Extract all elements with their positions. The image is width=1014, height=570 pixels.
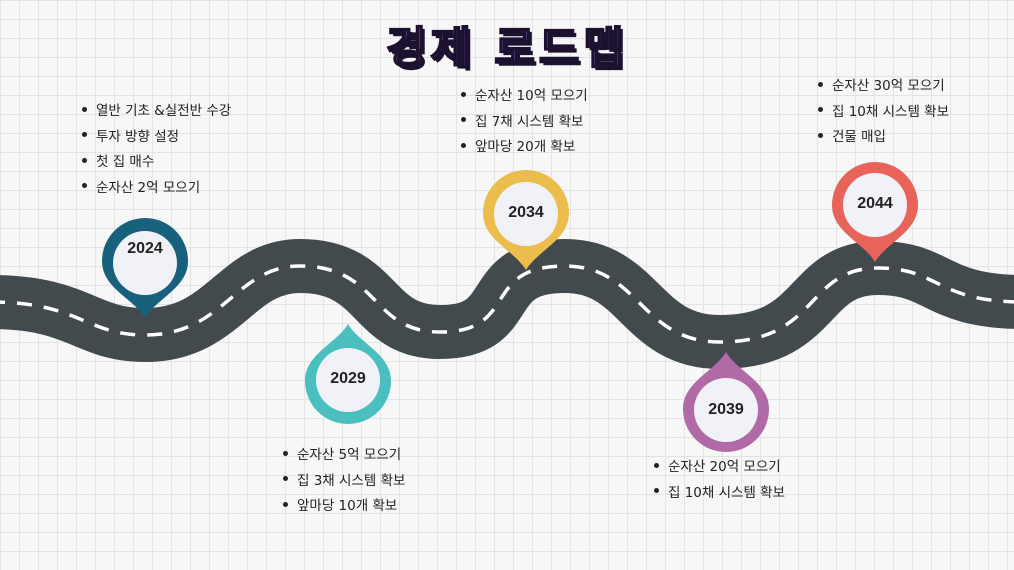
page-title: 경제 로드맵 <box>385 22 628 75</box>
goal-item: 앞마당 20개 확보 <box>461 135 588 161</box>
map-pin-icon <box>483 170 569 270</box>
goal-item: 집 10채 시스템 확보 <box>654 481 785 507</box>
map-pin-icon <box>305 324 391 424</box>
goal-item: 앞마당 10개 확보 <box>283 494 405 520</box>
goal-item: 순자산 5억 모으기 <box>283 443 405 469</box>
pin-center <box>694 378 758 442</box>
goal-item: 집 10채 시스템 확보 <box>818 100 949 126</box>
goal-item: 투자 방향 설정 <box>82 125 231 151</box>
milestone-goals-2034: 순자산 10억 모으기 집 7채 시스템 확보 앞마당 20개 확보 <box>461 84 588 161</box>
pin-center <box>316 348 380 412</box>
goal-item: 순자산 30억 모으기 <box>818 74 949 100</box>
milestone-year: 2039 <box>708 401 744 418</box>
pin-center <box>843 173 907 237</box>
milestone-year: 2024 <box>127 240 163 257</box>
pin-center <box>113 231 177 295</box>
milestone-pin-2029: 2029 <box>303 324 393 426</box>
milestone-pin-2024: 2024 <box>100 216 190 318</box>
goal-item: 순자산 10억 모으기 <box>461 84 588 110</box>
milestone-pin-2044: 2044 <box>830 160 920 262</box>
goal-item: 순자산 2억 모으기 <box>82 176 231 202</box>
milestone-year: 2029 <box>330 370 366 387</box>
map-pin-icon <box>102 218 188 318</box>
map-pin-icon <box>683 352 769 452</box>
milestone-goals-2029: 순자산 5억 모으기 집 3채 시스템 확보 앞마당 10개 확보 <box>283 443 405 520</box>
milestone-year: 2044 <box>857 195 893 212</box>
goal-item: 순자산 20억 모으기 <box>654 455 785 481</box>
milestone-pin-2034: 2034 <box>481 168 571 270</box>
milestone-year: 2034 <box>508 204 544 221</box>
milestone-pin-2039: 2039 <box>681 352 771 454</box>
goal-item: 집 3채 시스템 확보 <box>283 469 405 495</box>
milestone-goals-2044: 순자산 30억 모으기 집 10채 시스템 확보 건물 매입 <box>818 74 949 151</box>
pin-center <box>494 182 558 246</box>
map-pin-icon <box>832 162 918 262</box>
milestone-goals-2024: 열반 기초 &실전반 수강 투자 방향 설정 첫 집 매수 순자산 2억 모으기 <box>82 99 231 201</box>
goal-item: 첫 집 매수 <box>82 150 231 176</box>
milestone-goals-2039: 순자산 20억 모으기 집 10채 시스템 확보 <box>654 455 785 506</box>
goal-item: 열반 기초 &실전반 수강 <box>82 99 231 125</box>
road-center-line <box>0 264 1014 344</box>
goal-item: 건물 매입 <box>818 125 949 151</box>
goal-item: 집 7채 시스템 확보 <box>461 110 588 136</box>
